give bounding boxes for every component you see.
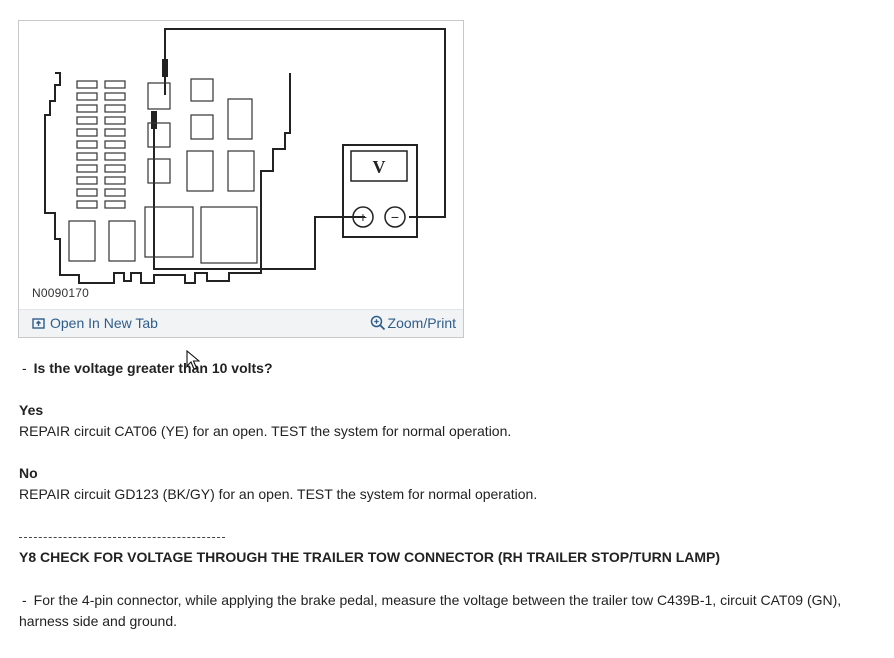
meter-label: V [373,157,386,177]
step-instruction-text: For the 4-pin connector, while applying … [19,592,842,629]
fuse-array [68,78,258,264]
component-relay [190,78,214,102]
zoom-in-icon [370,315,385,331]
voltmeter [342,144,418,238]
zoom-print-button[interactable]: Zoom/Print [370,315,456,331]
meter-positive-terminal [352,206,374,228]
open-in-new-tab-label: Open In New Tab [50,315,158,331]
question-line: -Is the voltage greater than 10 volts? [19,358,273,378]
component-relay [144,206,194,258]
yes-label: Yes [19,402,44,418]
step-title: Y8 CHECK FOR VOLTAGE THROUGH THE TRAILER… [19,549,721,565]
probe-lead-positive-wire [164,28,446,218]
probe-tip-upper [162,59,168,77]
yes-text: REPAIR circuit CAT06 (YE) for an open. T… [19,423,512,439]
component-relay [186,150,214,192]
fuse-box-outline [44,72,291,284]
component-relay [108,220,136,262]
component-relay [68,220,96,262]
meter-minus-symbol: − [391,209,399,225]
question-text: Is the voltage greater than 10 volts? [33,360,273,376]
probe-tip-lower [151,111,157,129]
step-instruction: -For the 4-pin connector, while applying… [19,590,887,632]
section-divider [19,537,225,538]
open-new-tab-icon [32,317,45,329]
meter-plus-symbol: + [359,209,367,225]
no-label: No [19,465,38,481]
no-text: REPAIR circuit GD123 (BK/GY) for an open… [19,486,538,502]
component-relay [147,82,171,110]
question-dash: - [22,360,27,376]
figure-container: V + − N0090170 Open In New Tab Zoom/Prin… [18,20,464,338]
figure-id-label: N0090170 [32,286,89,300]
step-instruction-dash: - [22,592,27,608]
figure-toolbar: Open In New Tab Zoom/Print [19,309,463,337]
ground-lead-wire [153,121,365,270]
mouse-pointer-icon [186,350,200,370]
zoom-print-label: Zoom/Print [387,315,456,331]
meter-negative-terminal [384,206,406,228]
open-in-new-tab-button[interactable]: Open In New Tab [32,315,158,331]
component-relay [227,98,253,140]
component-relay [147,122,171,148]
component-relay [147,158,171,184]
component-relay [190,114,214,140]
wiring-diagram-illustration: V + − [44,28,446,284]
component-relay [200,206,258,264]
component-relay [227,150,255,192]
